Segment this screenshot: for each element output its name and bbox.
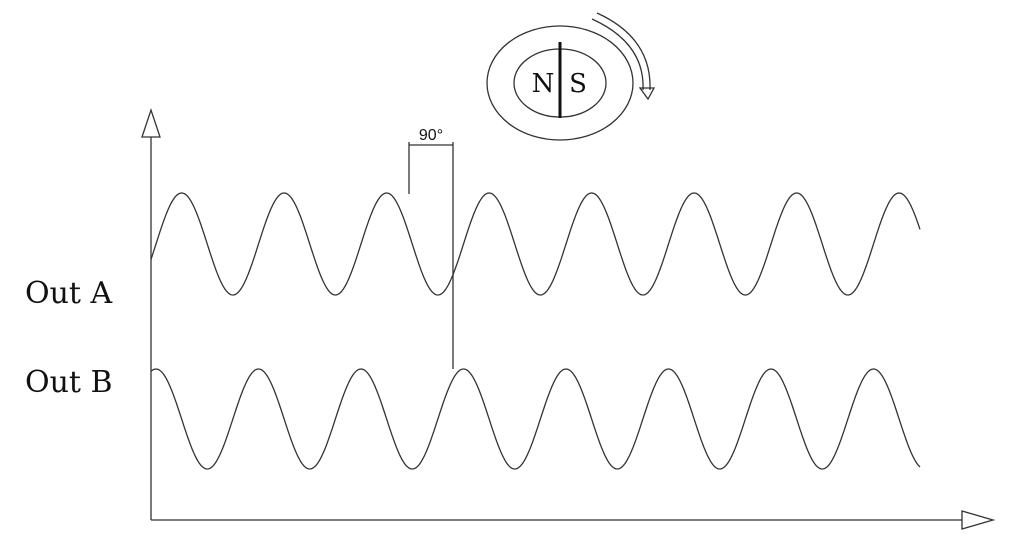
out-b-label: Out B	[25, 365, 113, 400]
magnet-outer-ring	[486, 25, 634, 141]
out-a-label: Out A	[25, 276, 113, 311]
x-axis-arrow	[961, 510, 996, 530]
out-a-waveform	[150, 192, 921, 296]
phase-label: 90°	[419, 127, 443, 144]
clockwise-arrow-icon	[591, 12, 656, 101]
pole-n-label: N	[532, 69, 555, 99]
axes	[141, 107, 996, 530]
phase-marker: 90°	[408, 127, 454, 369]
y-axis-arrow	[141, 107, 161, 138]
pole-s-label: S	[569, 69, 587, 99]
out-b-waveform	[150, 368, 921, 470]
ring-magnet-icon: N S	[486, 25, 634, 141]
